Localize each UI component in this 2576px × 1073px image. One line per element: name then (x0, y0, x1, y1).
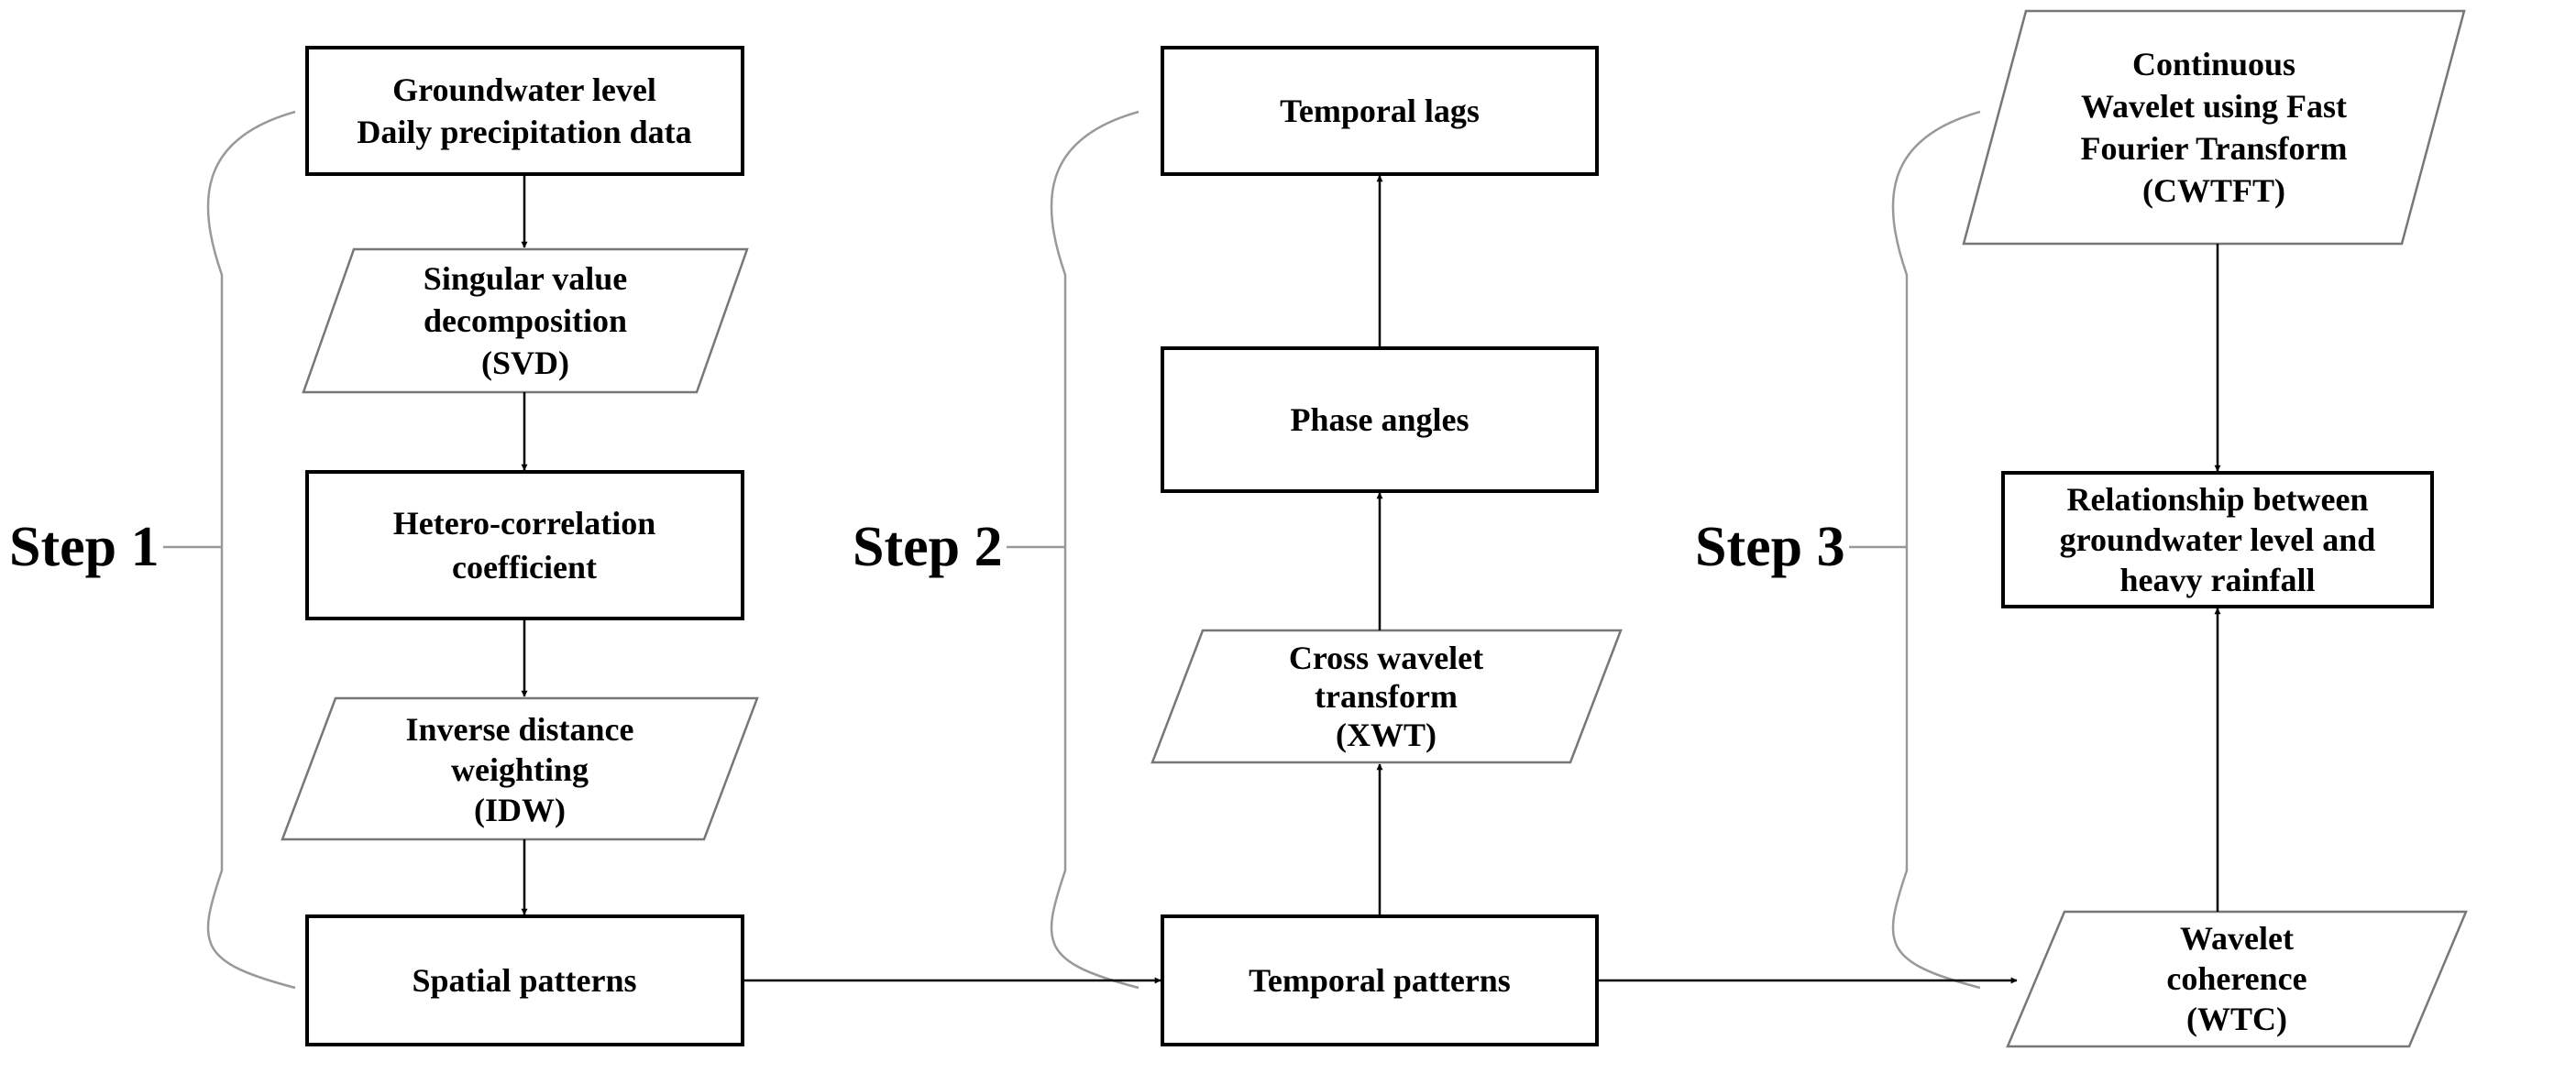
node-phase-angles: Phase angles (1161, 346, 1599, 493)
node-text-line: Hetero-correlation (393, 505, 656, 542)
step1-brace (206, 110, 296, 990)
node-text-line: (XWT) (1336, 717, 1437, 753)
node-text-line: Relationship between (2066, 481, 2368, 518)
node-text-line: Spatial patterns (412, 962, 636, 999)
node-text-line: Continuous (2132, 46, 2295, 82)
node-text-line: (WTC) (2186, 1001, 2287, 1037)
node-text-line: Temporal patterns (1249, 962, 1511, 999)
node-text-line: coherence (2166, 960, 2306, 997)
node-text: Spatial patterns (412, 962, 636, 999)
node-text: Temporal lags (1280, 93, 1480, 129)
node-text-line: decomposition (424, 302, 627, 339)
node-text-line: Singular value (424, 260, 627, 297)
step3-label: Step 3 (1695, 516, 1845, 578)
node-text-line: (SVD) (481, 345, 569, 381)
node-text-line: Fourier Transform (2081, 130, 2348, 167)
node-text: Singular value decomposition (SVD) (424, 260, 627, 381)
node-text-line: Wavelet using Fast (2081, 88, 2347, 125)
node-temporal-patterns: Temporal patterns (1161, 914, 1599, 1046)
node-hetero-correlation: Hetero-correlation coefficient (305, 470, 744, 620)
node-text-line: groundwater level and (2060, 521, 2376, 558)
step1-label: Step 1 (9, 516, 160, 578)
node-text-line: Daily precipitation data (357, 114, 691, 150)
node-text-line: Wavelet (2180, 920, 2294, 957)
node-svd: Singular value decomposition (SVD) (302, 247, 749, 394)
node-text-line: weighting (451, 751, 589, 788)
node-spatial-patterns: Spatial patterns (305, 914, 744, 1046)
node-text-line: Temporal lags (1280, 93, 1480, 129)
step2-brace (1050, 110, 1139, 990)
step3-brace (1891, 110, 1981, 990)
node-text-line: Groundwater level (392, 71, 656, 108)
node-text-line: Inverse distance (406, 711, 634, 748)
node-text-line: (IDW) (474, 792, 566, 828)
node-text: Temporal patterns (1249, 962, 1511, 999)
node-text-line: heavy rainfall (2120, 562, 2316, 598)
node-text-line: coefficient (452, 549, 597, 586)
node-text-line: transform (1315, 678, 1458, 715)
node-text: Hetero-correlation coefficient (393, 505, 656, 586)
node-temporal-lags: Temporal lags (1161, 46, 1599, 176)
step2-label: Step 2 (853, 516, 1003, 578)
node-text-line: Phase angles (1290, 401, 1469, 438)
node-text-line: (CWTFT) (2142, 172, 2285, 209)
node-text: Phase angles (1290, 401, 1469, 438)
node-text-line: Cross wavelet (1289, 640, 1483, 676)
